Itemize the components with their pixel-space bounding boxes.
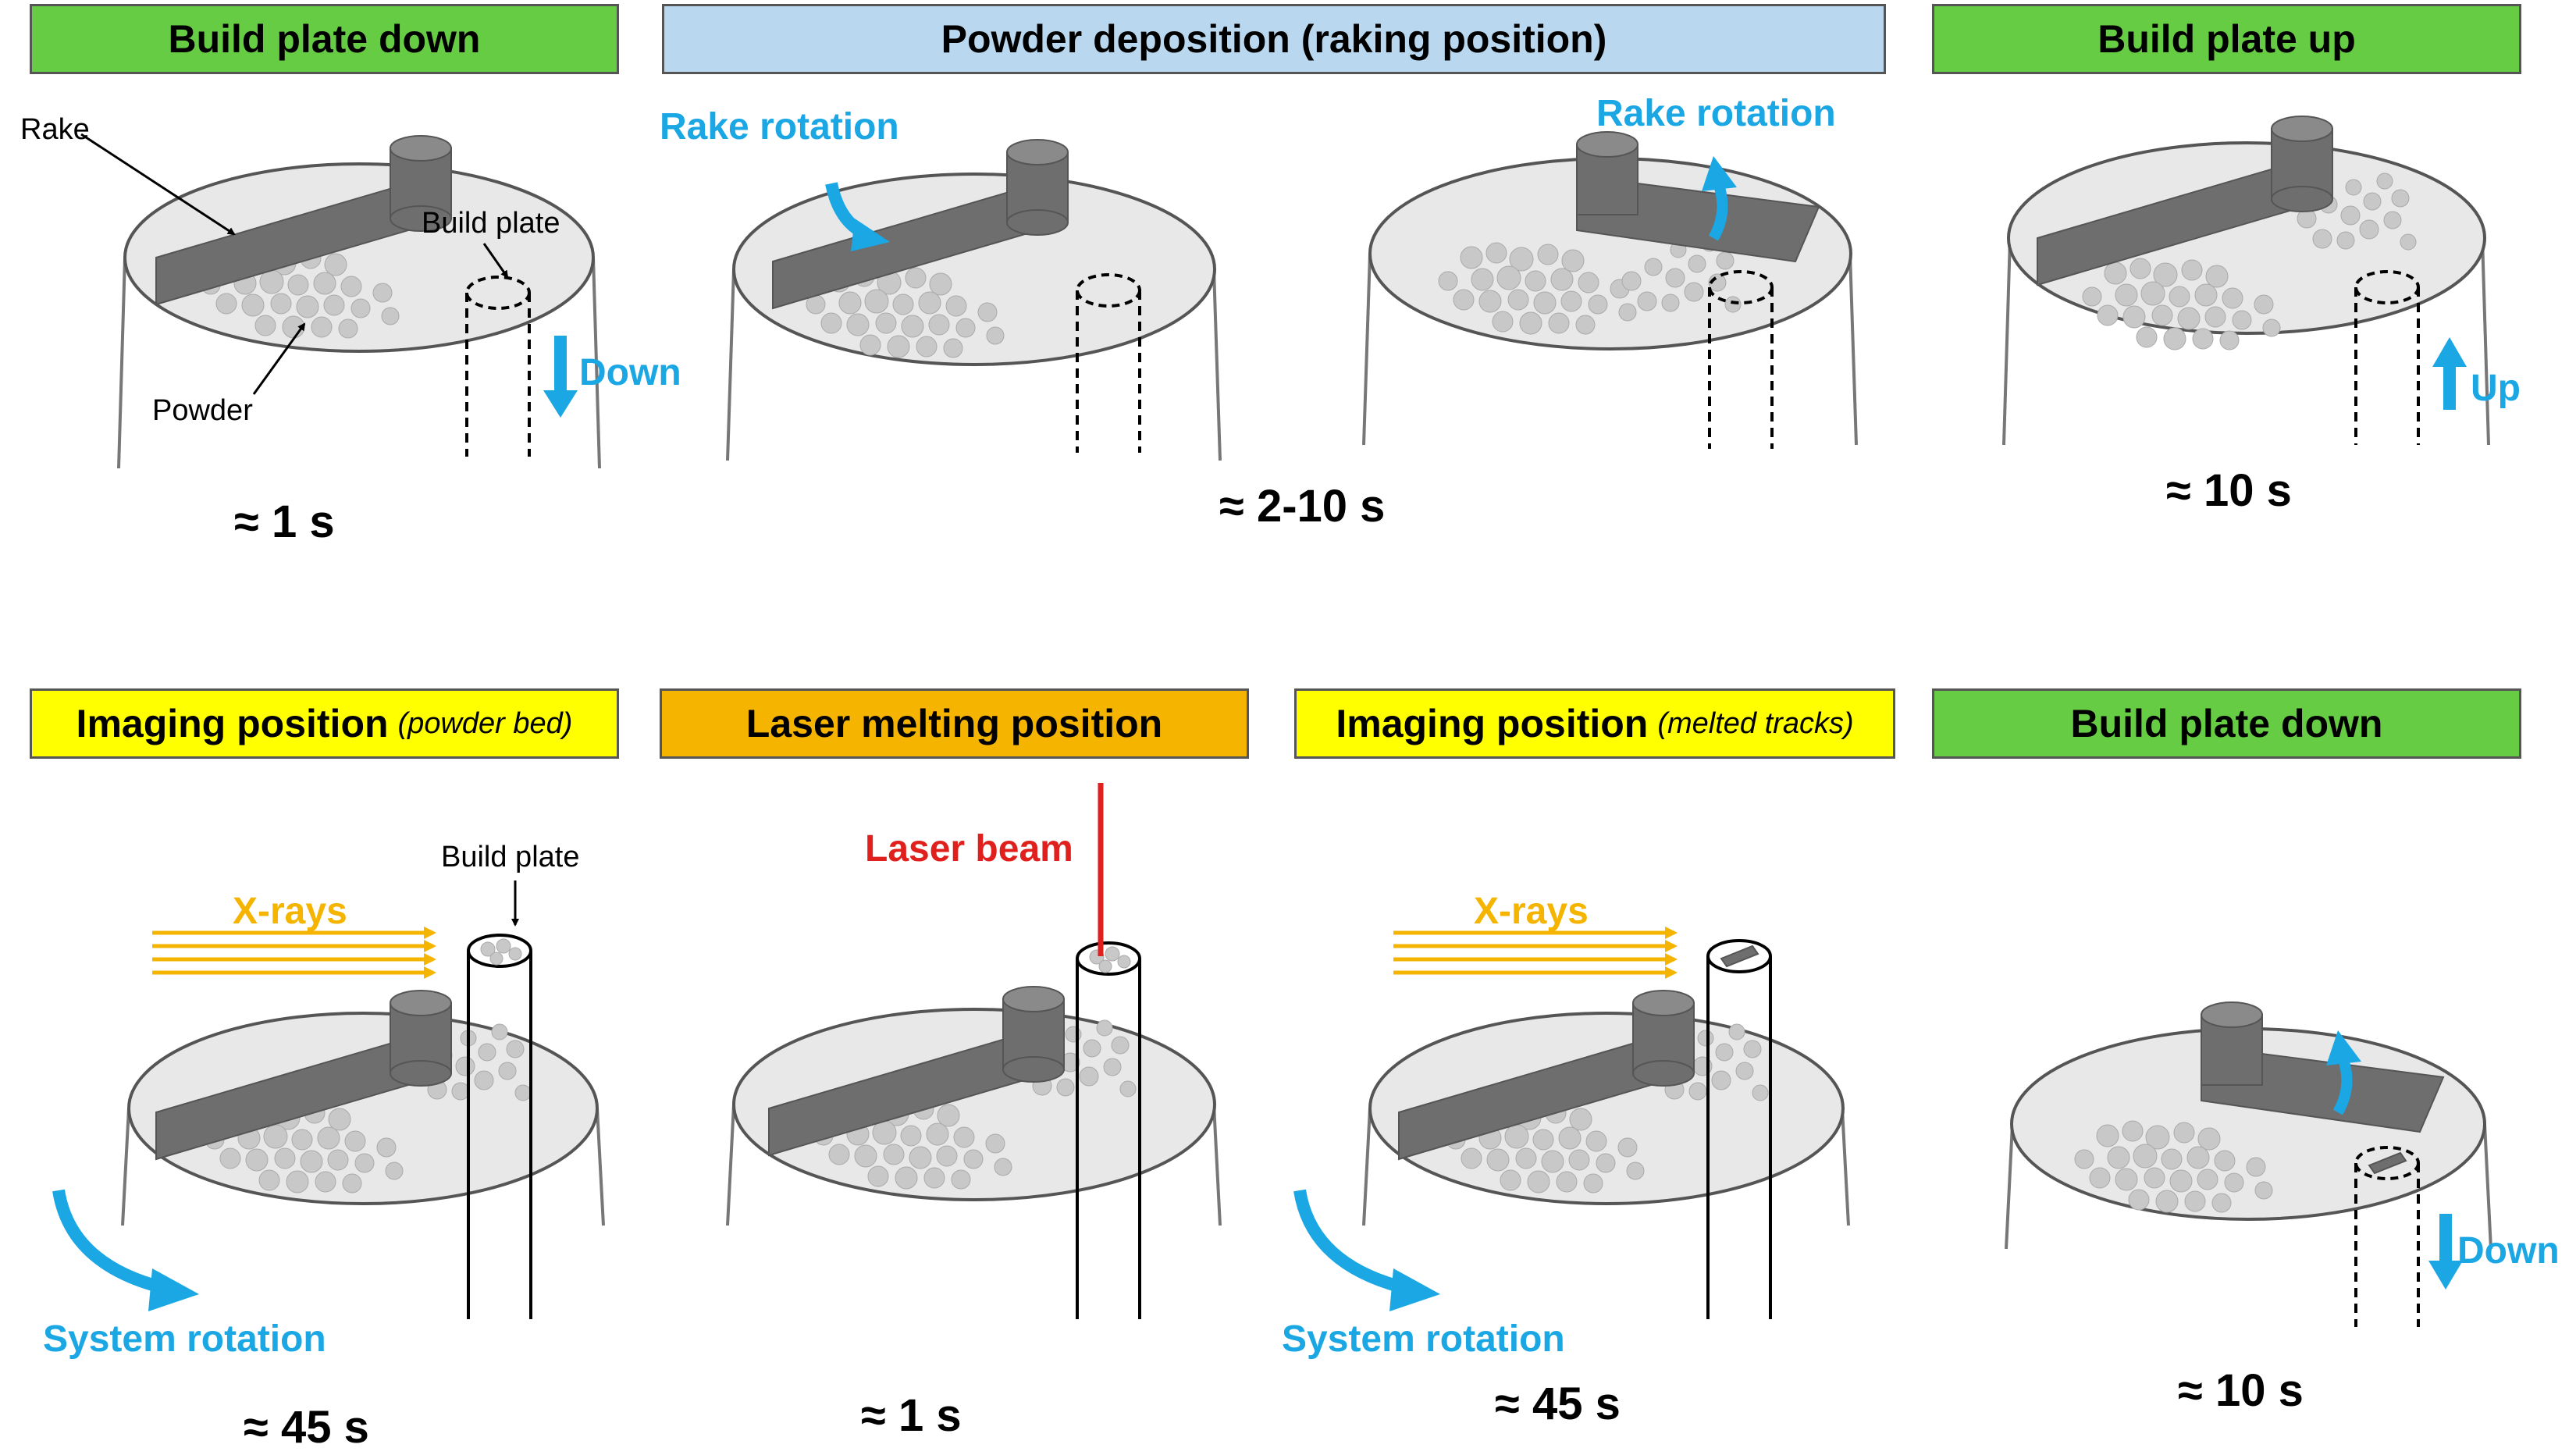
label-system-rotation: System rotation bbox=[43, 1318, 326, 1360]
header-text: Imaging position bbox=[1336, 702, 1649, 745]
rake-rotation-arrow-icon bbox=[2326, 1030, 2361, 1115]
header-build-plate-down-1: Build plate down bbox=[30, 4, 619, 74]
duration-build-plate-up: ≈ 10 s bbox=[2166, 465, 2292, 516]
label-xrays: X-rays bbox=[233, 891, 347, 932]
label-rake: Rake bbox=[20, 113, 90, 146]
header-text: Build plate down bbox=[168, 17, 481, 61]
header-laser-melting: Laser melting position bbox=[660, 688, 1249, 759]
label-build-plate: Build plate bbox=[422, 207, 560, 240]
label-system-rotation: System rotation bbox=[1282, 1318, 1565, 1360]
label-xrays: X-rays bbox=[1474, 891, 1589, 932]
header-text: Laser melting position bbox=[745, 702, 1163, 745]
header-subtext: (melted tracks) bbox=[1657, 706, 1854, 740]
duration-build-plate-down-2: ≈ 10 s bbox=[2178, 1365, 2304, 1416]
duration-powder-deposition: ≈ 2-10 s bbox=[1219, 481, 1386, 532]
label-build-plate: Build plate bbox=[441, 841, 580, 873]
label-down: Down bbox=[2457, 1230, 2560, 1272]
header-text: Imaging position bbox=[76, 702, 389, 745]
duration-laser-melting: ≈ 1 s bbox=[861, 1390, 962, 1441]
rake-rotation-arrow-icon bbox=[1702, 156, 1737, 241]
down-arrow-icon bbox=[2428, 1214, 2463, 1290]
header-powder-deposition: Powder deposition (raking position) bbox=[662, 4, 1886, 74]
label-laser-beam: Laser beam bbox=[865, 828, 1073, 870]
build-plate-powder bbox=[1089, 946, 1131, 973]
label-rake-rotation-left: Rake rotation bbox=[660, 106, 899, 148]
build-plate-powder bbox=[480, 938, 522, 966]
header-subtext: (powder bed) bbox=[397, 706, 573, 740]
xray-arrows-icon bbox=[1393, 927, 1678, 979]
panel-build-plate-down-1 bbox=[80, 133, 601, 469]
panel-imaging-melted-tracks bbox=[1293, 927, 1850, 1319]
rake-rotation-arrow-icon bbox=[825, 182, 890, 251]
header-build-plate-up: Build plate up bbox=[1932, 4, 2521, 74]
header-text: Build plate up bbox=[2097, 17, 2356, 61]
label-powder: Powder bbox=[152, 394, 253, 427]
header-imaging-powder-bed: Imaging position (powder bed) bbox=[30, 688, 619, 759]
panel-build-plate-up bbox=[2002, 116, 2490, 446]
panel-powder-deposition-right bbox=[1362, 131, 1858, 449]
header-text: Powder deposition (raking position) bbox=[941, 17, 1607, 61]
melted-track bbox=[2368, 1151, 2407, 1175]
panel-build-plate-down-2 bbox=[2005, 1001, 2492, 1327]
powder-bed-disc bbox=[127, 1012, 599, 1205]
duration-imaging-powder-bed: ≈ 45 s bbox=[244, 1402, 369, 1453]
duration-imaging-melted-tracks: ≈ 45 s bbox=[1495, 1379, 1621, 1429]
up-arrow-icon bbox=[2432, 337, 2467, 410]
label-rake-rotation-right: Rake rotation bbox=[1596, 93, 1836, 134]
melted-track bbox=[1720, 945, 1759, 968]
label-up: Up bbox=[2471, 368, 2521, 409]
down-arrow-icon bbox=[543, 336, 578, 418]
label-down: Down bbox=[579, 352, 681, 393]
panel-powder-deposition-left bbox=[726, 139, 1222, 461]
header-imaging-melted-tracks: Imaging position (melted tracks) bbox=[1294, 688, 1895, 759]
panel-imaging-powder-bed bbox=[52, 880, 605, 1319]
panel-laser-melting bbox=[726, 783, 1222, 1319]
xray-arrows-icon bbox=[152, 927, 436, 979]
header-text: Build plate down bbox=[2070, 702, 2383, 745]
duration-build-plate-down-1: ≈ 1 s bbox=[234, 496, 335, 547]
header-build-plate-down-2: Build plate down bbox=[1932, 688, 2521, 759]
system-rotation-arrow-icon bbox=[52, 1189, 199, 1311]
system-rotation-arrow-icon bbox=[1293, 1189, 1440, 1311]
